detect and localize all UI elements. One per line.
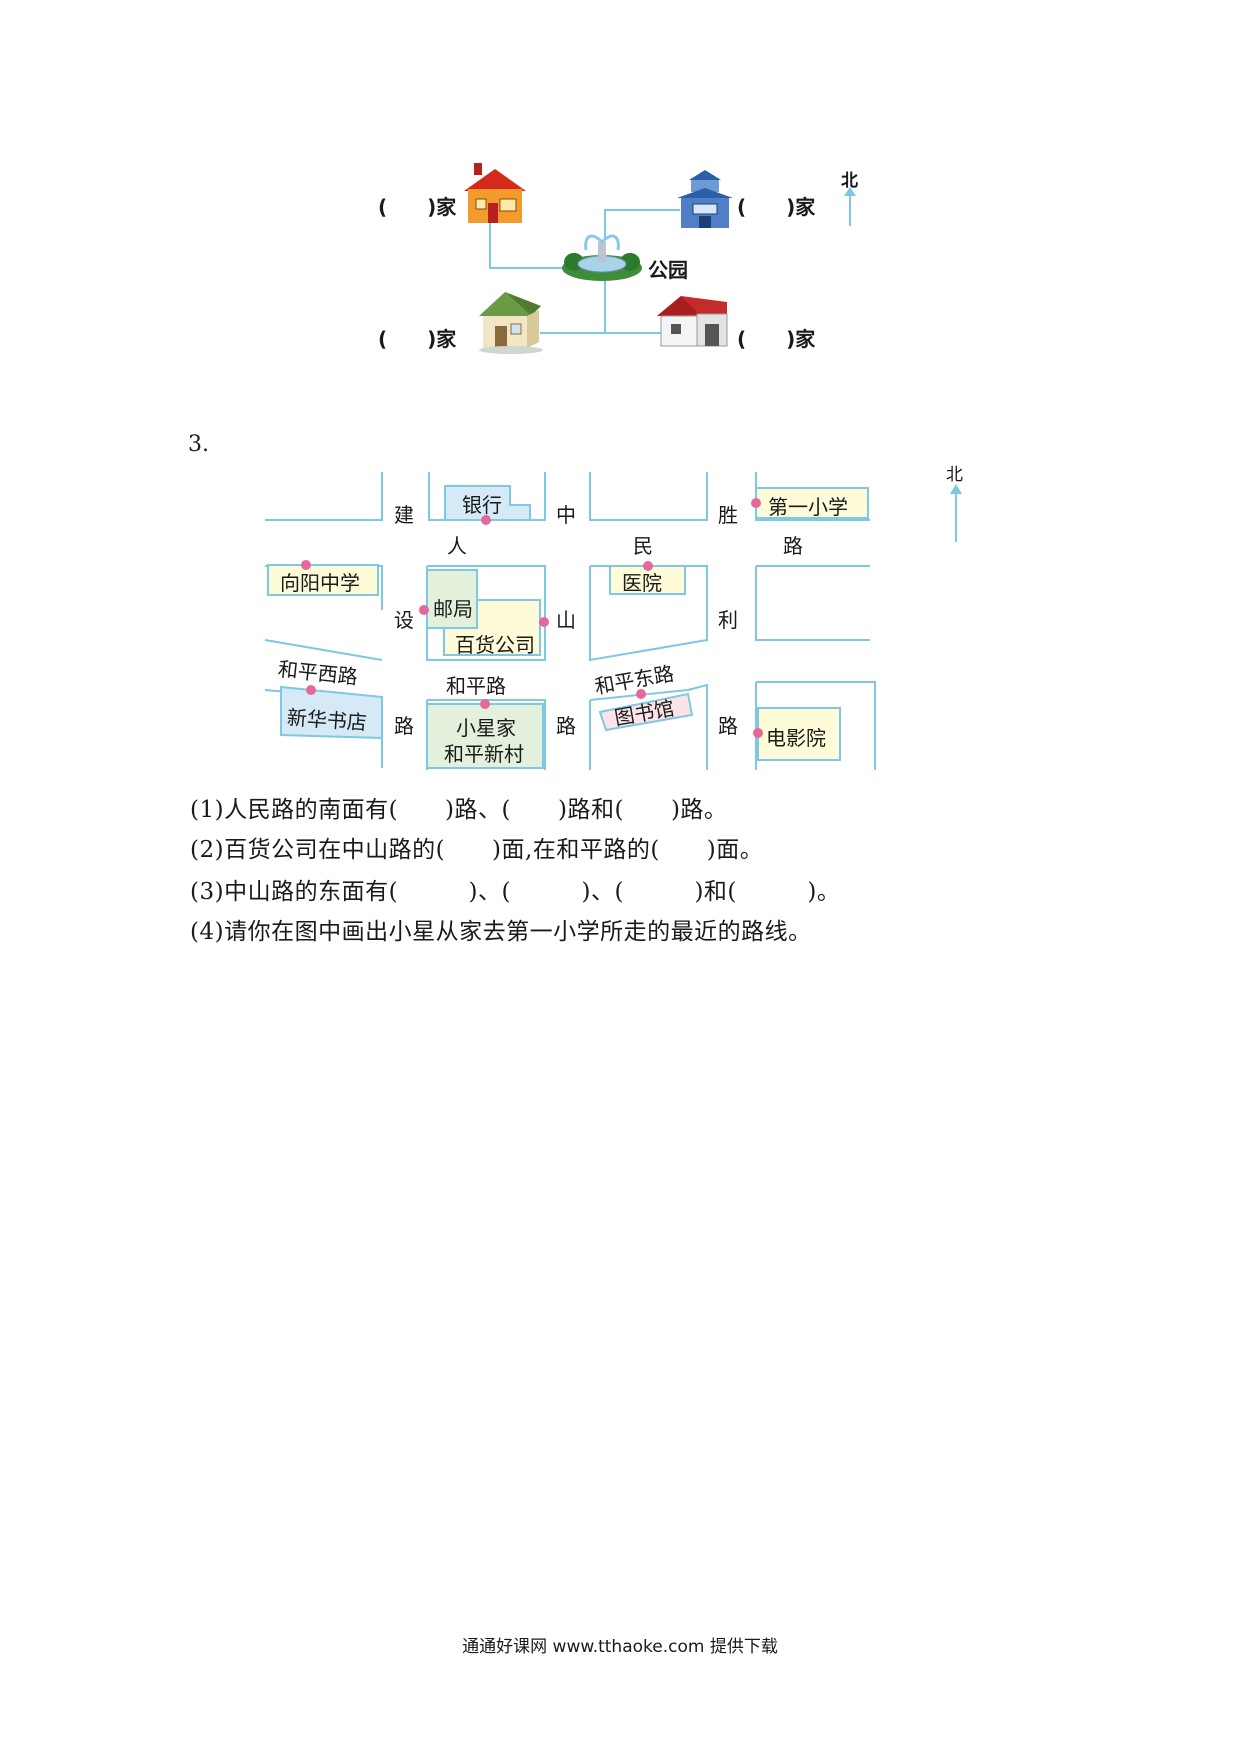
question-1: (1)人民路的南面有( )路、( )路和( )路。 xyxy=(190,797,728,823)
road-zhongshan-3: 路 xyxy=(556,714,576,738)
road-heping: 和平路 xyxy=(446,674,506,698)
north-arrow-icon xyxy=(844,187,856,226)
building-home-line2: 和平新村 xyxy=(444,742,524,766)
house-label-green: ( )家 xyxy=(378,327,457,351)
road-zhongshan-2: 山 xyxy=(556,608,576,632)
question-2: (2)百货公司在中山路的( )面,在和平路的( )面。 xyxy=(190,837,764,863)
road-shengli-2: 利 xyxy=(718,608,738,632)
fountain-icon xyxy=(562,234,642,281)
footer: 通通好课网 www.tthaoke.com 提供下载 xyxy=(462,1637,778,1657)
house-label-red: ( )家 xyxy=(378,195,457,219)
park-label: 公园 xyxy=(648,258,688,282)
question-4: (4)请你在图中画出小星从家去第一小学所走的最近的路线。 xyxy=(190,919,812,945)
road-renmin-1: 人 xyxy=(447,534,467,558)
house-label-white: ( )家 xyxy=(737,327,816,351)
road-shengli-3: 路 xyxy=(718,714,738,738)
road-shengli-lu-top: 路 xyxy=(783,534,803,558)
park-map-lines xyxy=(489,205,680,334)
road-zhongshan-1: 中 xyxy=(556,503,576,527)
building-home-line1: 小星家 xyxy=(456,716,516,740)
road-shengli-1: 胜 xyxy=(718,503,738,527)
building-xiangyang: 向阳中学 xyxy=(280,571,360,595)
question-number: 3. xyxy=(188,432,209,457)
north-label-2: 北 xyxy=(946,465,963,485)
question-3: (3)中山路的东面有( )、( )、( )和( )。 xyxy=(190,879,841,905)
blue-house-icon xyxy=(677,170,733,228)
green-house-icon xyxy=(479,292,543,354)
building-cinema: 电影院 xyxy=(766,726,826,750)
road-renmin-2: 民 xyxy=(633,534,653,558)
building-bank: 银行 xyxy=(462,493,502,517)
white-house-icon xyxy=(657,296,728,347)
building-bookstore: 新华书店 xyxy=(286,705,368,735)
red-house-icon xyxy=(464,163,526,223)
building-school1: 第一小学 xyxy=(768,495,848,519)
road-jianshe-2: 设 xyxy=(394,608,414,632)
north-label-1: 北 xyxy=(841,171,858,191)
house-label-blue: ( )家 xyxy=(737,195,816,219)
building-hospital: 医院 xyxy=(622,571,662,595)
city-map-blocks xyxy=(264,472,962,770)
road-jianshe-1: 建 xyxy=(394,503,414,527)
road-jianshe-3: 路 xyxy=(394,714,414,738)
building-store: 百货公司 xyxy=(455,633,535,657)
building-post: 邮局 xyxy=(433,597,473,621)
